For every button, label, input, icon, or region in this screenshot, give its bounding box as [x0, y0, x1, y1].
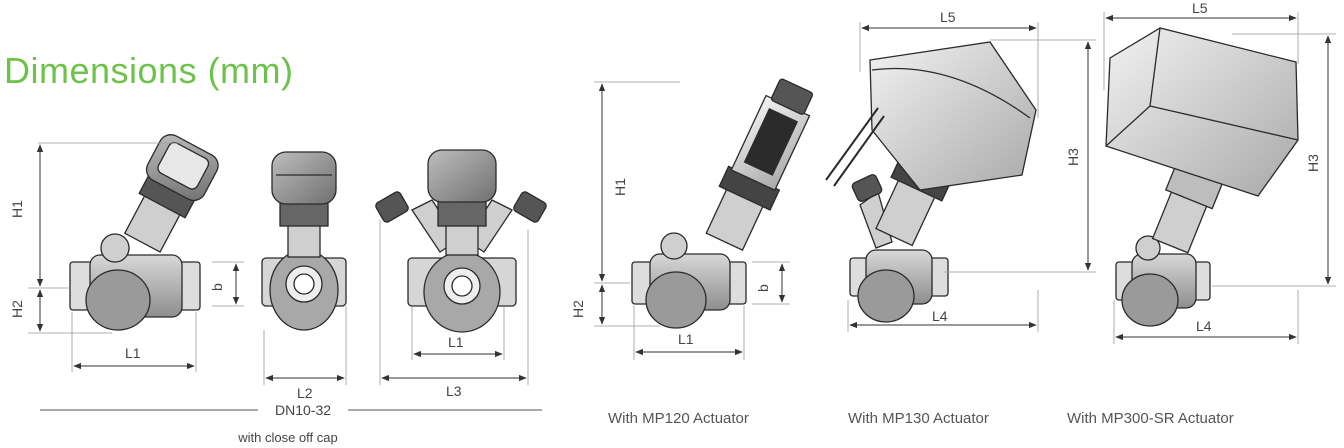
h2-label-mp120: H2: [570, 300, 586, 318]
h1-label-mp120: H1: [612, 178, 628, 196]
valve-with-test-points-icon: [375, 149, 547, 333]
l4-label-mp130: L4: [932, 308, 948, 324]
caption-mp130: With MP130 Actuator: [848, 410, 989, 427]
l1-label-side: L1: [125, 345, 141, 361]
valve-with-mp120-actuator-icon: [631, 78, 814, 329]
group-label: DN10-32: [275, 402, 331, 418]
caption-mp300: With MP300-SR Actuator: [1067, 410, 1234, 427]
l5-label-mp130: L5: [940, 9, 956, 25]
group-note: with close off cap: [237, 430, 337, 445]
h2-label: H2: [9, 300, 25, 318]
h3-label-mp300: H3: [1305, 154, 1321, 172]
caption-mp120: With MP120 Actuator: [608, 410, 749, 427]
l1-label-front: L1: [448, 334, 464, 350]
l1-label-mp120: L1: [678, 331, 694, 347]
h3-label-mp130: H3: [1065, 148, 1081, 166]
b-label-front: b: [209, 283, 225, 291]
l3-label: L3: [446, 383, 462, 399]
h1-label: H1: [9, 200, 25, 218]
l2-label: L2: [297, 385, 313, 401]
page-title: Dimensions (mm): [4, 50, 294, 91]
valve-with-mp300-actuator-icon: [1105, 27, 1299, 327]
l4-label-mp300: L4: [1196, 318, 1212, 334]
valve-with-mp130-actuator-icon: [825, 41, 1037, 323]
valve-side-view-icon: [69, 134, 219, 331]
b-label-mp120: b: [755, 284, 771, 292]
l5-label-mp300: L5: [1192, 0, 1208, 16]
valve-front-view-icon: [261, 151, 347, 331]
